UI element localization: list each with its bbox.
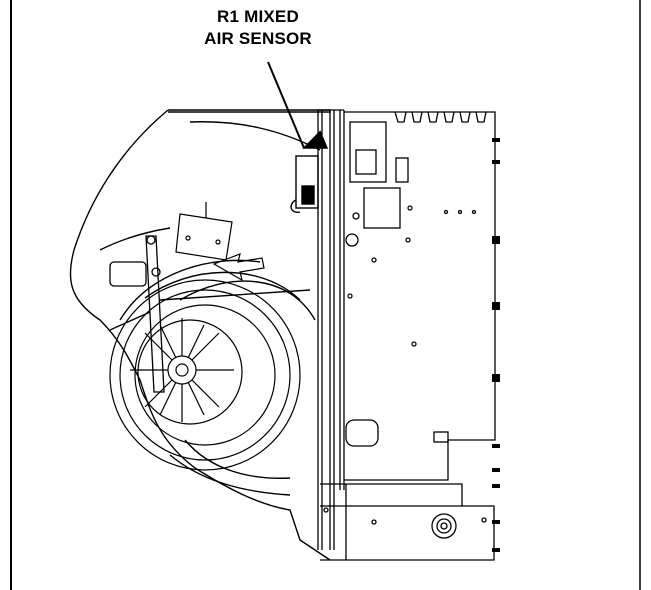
- mixed-air-sensor: [290, 155, 319, 213]
- bracket-plate: [175, 202, 233, 261]
- unit-base: [320, 483, 495, 561]
- blower-wheel: [109, 279, 301, 471]
- side-panel: [109, 261, 147, 287]
- callout-line-1: R1 MIXED: [217, 7, 299, 26]
- callout-leader-arrow: [267, 61, 329, 149]
- sensor-callout-label: R1 MIXED AIR SENSOR: [168, 6, 348, 50]
- blower-housing: [69, 109, 331, 561]
- control-panel: [344, 111, 496, 481]
- frame-rails: [317, 109, 345, 550]
- panel-fasteners: [492, 138, 500, 552]
- airflow-arrow-icon: [212, 253, 265, 282]
- callout-line-2: AIR SENSOR: [204, 29, 312, 48]
- motor-arm: [145, 235, 165, 393]
